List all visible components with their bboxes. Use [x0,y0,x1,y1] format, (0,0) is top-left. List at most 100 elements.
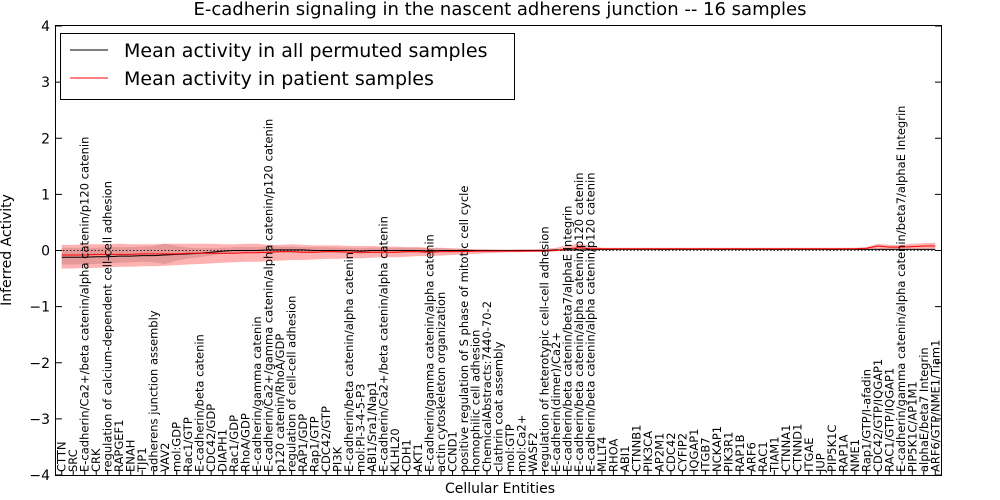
x-tick-label: Rac1/GDP [227,415,241,472]
x-tick-label: RAPGEF1 [112,420,126,472]
x-tick-label: PIK3CA [641,431,655,472]
x-tick-label: E-cadherin/beta catenin/alpha catenin/p1… [572,173,586,473]
x-tick-label: adherens junction assembly [147,310,161,472]
x-tick-label: E-cadherin/Ca2+/gamma catenin/alpha cate… [262,119,276,472]
legend-box [60,33,515,100]
x-tick-label: KLHL20 [388,428,402,472]
x-tick-label: mol:GTP [503,424,517,472]
x-tick-label: PIP5K1C/AP1M1 [905,381,919,472]
x-tick-label: E-cadherin/beta catenin/alpha catenin [342,252,356,472]
x-tick-label: PIP5K1C [825,425,839,472]
x-tick-label: PI3K [331,446,345,472]
y-tick-label: 4 [41,19,50,35]
x-axis-label: Cellular Entities [445,481,555,497]
x-tick-label: VAV2 [158,443,172,472]
patient-range-band [61,242,936,269]
legend-label-patient: Mean activity in patient samples [124,68,434,90]
x-tick-label: RHOA [606,439,620,472]
series-line-permuted [61,248,936,258]
x-tick-label: CTTN [55,442,69,472]
legend-label-permuted: Mean activity in all permuted samples [124,40,487,62]
x-tick-label: NME1 [848,439,862,472]
x-tick-label: ARF6/GTP/NME1/Tiam1 [928,340,942,472]
x-tick-label: RAP1B [733,434,747,472]
x-tick-label: Rap1/GTP [308,416,322,472]
x-tick-label: mol:Ca2+ [515,415,529,472]
x-tick-label: CDH1 [400,439,414,472]
y-tick-label: 1 [41,187,50,203]
x-tick-label: AP2M1 [652,433,666,472]
y-tick-label: −1 [29,300,50,316]
x-tick-label: CDC42/GTP/IQGAP1 [871,359,885,472]
x-tick-label: ABI1/Sra1/Nap1 [365,381,379,472]
x-tick-label: PIK3R1 [721,432,735,473]
x-tick-label: clathrin coat assembly [492,341,506,472]
x-tick-label: RAP1A [836,434,850,472]
x-tick-label: DIAPH1 [216,429,230,472]
x-tick-label: SRC [66,449,80,472]
x-tick-label: regulation of cell-cell adhesion [285,296,299,472]
x-tick-label: E-cadherin/gamma catenin [250,316,264,472]
x-tick-label: actin cytoskeleton organization [434,292,448,472]
x-tick-label: ITGAE [802,438,816,472]
x-tick-label: RhoA/GDP [239,413,253,472]
axes-frame [55,25,942,476]
x-tick-label: MLLT4 [595,437,609,473]
x-tick-label: JUP [813,453,827,473]
x-tick-label: positive regulation of S phase of mitoti… [457,186,471,472]
x-tick-label: regulation of heterotypic cell-cell adhe… [538,226,552,472]
x-tick-label: CDC42/GDP [204,404,218,472]
x-tick-label: CDC42/GTP [319,406,333,472]
x-tick-label: ENAH [124,440,138,472]
x-tick-label: E-cadherin/beta catenin/alpha catenin/p1… [583,173,597,473]
x-tick-label: E-cadherin(dimer)/Ca2+ [549,332,563,472]
x-tick-label: CTNNA1 [779,425,793,472]
x-tick-label: CDC42 [664,432,678,472]
y-tick-label: −2 [29,356,50,372]
x-tick-label: p120 catenin/RhoA/GDP [273,334,287,472]
x-tick-label: ARF6 [744,442,758,472]
series-line-patient [61,245,936,256]
x-tick-label: Rac1/GTP [181,417,195,472]
x-tick-label: regulation of calcium-dependent cell-cel… [101,181,115,472]
x-tick-label: IQGAP1 [687,429,701,472]
x-tick-label: NCKAP1 [710,426,724,472]
x-tick-label: E-cadherin/Ca2+/beta catenin/alpha caten… [377,216,391,472]
y-tick-label: 2 [41,131,50,147]
x-tick-label: homophilic cell adhesion [469,330,483,472]
x-tick-label: WASF2 [526,432,540,472]
x-tick-label: E-cadherin/beta catenin/beta7/alphaE Int… [561,206,575,472]
x-tick-label: E-cadherin/beta catenin [193,334,207,472]
x-tick-label: Rap1/GTP/I-afadin [859,369,873,472]
y-tick-label: −3 [29,412,50,428]
x-tick-label: CCND1 [446,431,460,472]
y-axis-label: Inferred Activity [0,194,15,306]
x-tick-label: AKT1 [411,443,425,472]
x-tick-label: CTNND1 [790,424,804,472]
chart-title: E-cadherin signaling in the nascent adhe… [193,0,806,20]
x-tick-label: mol:PI-3-4-5-P3 [354,384,368,472]
x-tick-label: mol:GDP [170,422,184,472]
y-axis: −4 −3 −2 −1 0 1 2 3 4 [29,19,941,484]
x-tick-label: TJP1 [135,447,149,473]
x-tick-label: E-cadherin/gamma catenin/alpha catenin/b… [894,106,908,472]
x-tick-label: TIAM1 [767,436,781,473]
x-tick-label: E-cadherin/Ca2+/beta catenin/alpha caten… [78,137,92,472]
x-tick-label: alphaE/beta7 Integrin [917,347,931,472]
x-tick-label: RAP1/GDP [296,414,310,472]
x-tick-label: E-cadherin/gamma catenin/alpha catenin [423,234,437,472]
x-tick-label: RAC1/GTP/IQGAP1 [882,368,896,472]
x-tick-label: ABI1 [618,446,632,472]
x-tick-label: ITGB7 [698,437,712,472]
y-tick-label: −4 [29,468,50,484]
x-tick-label: CRK [89,448,103,472]
x-tick-label: CTNNB1 [629,425,643,472]
plot-area [56,242,941,269]
x-tick-label: CYFIP2 [675,433,689,472]
y-tick-label: 0 [41,244,50,260]
x-tick-label: ChemicalAbstracts:7440-70-2 [480,301,494,472]
y-tick-label: 3 [41,75,50,91]
legend: Mean activity in all permuted samples Me… [60,33,515,100]
